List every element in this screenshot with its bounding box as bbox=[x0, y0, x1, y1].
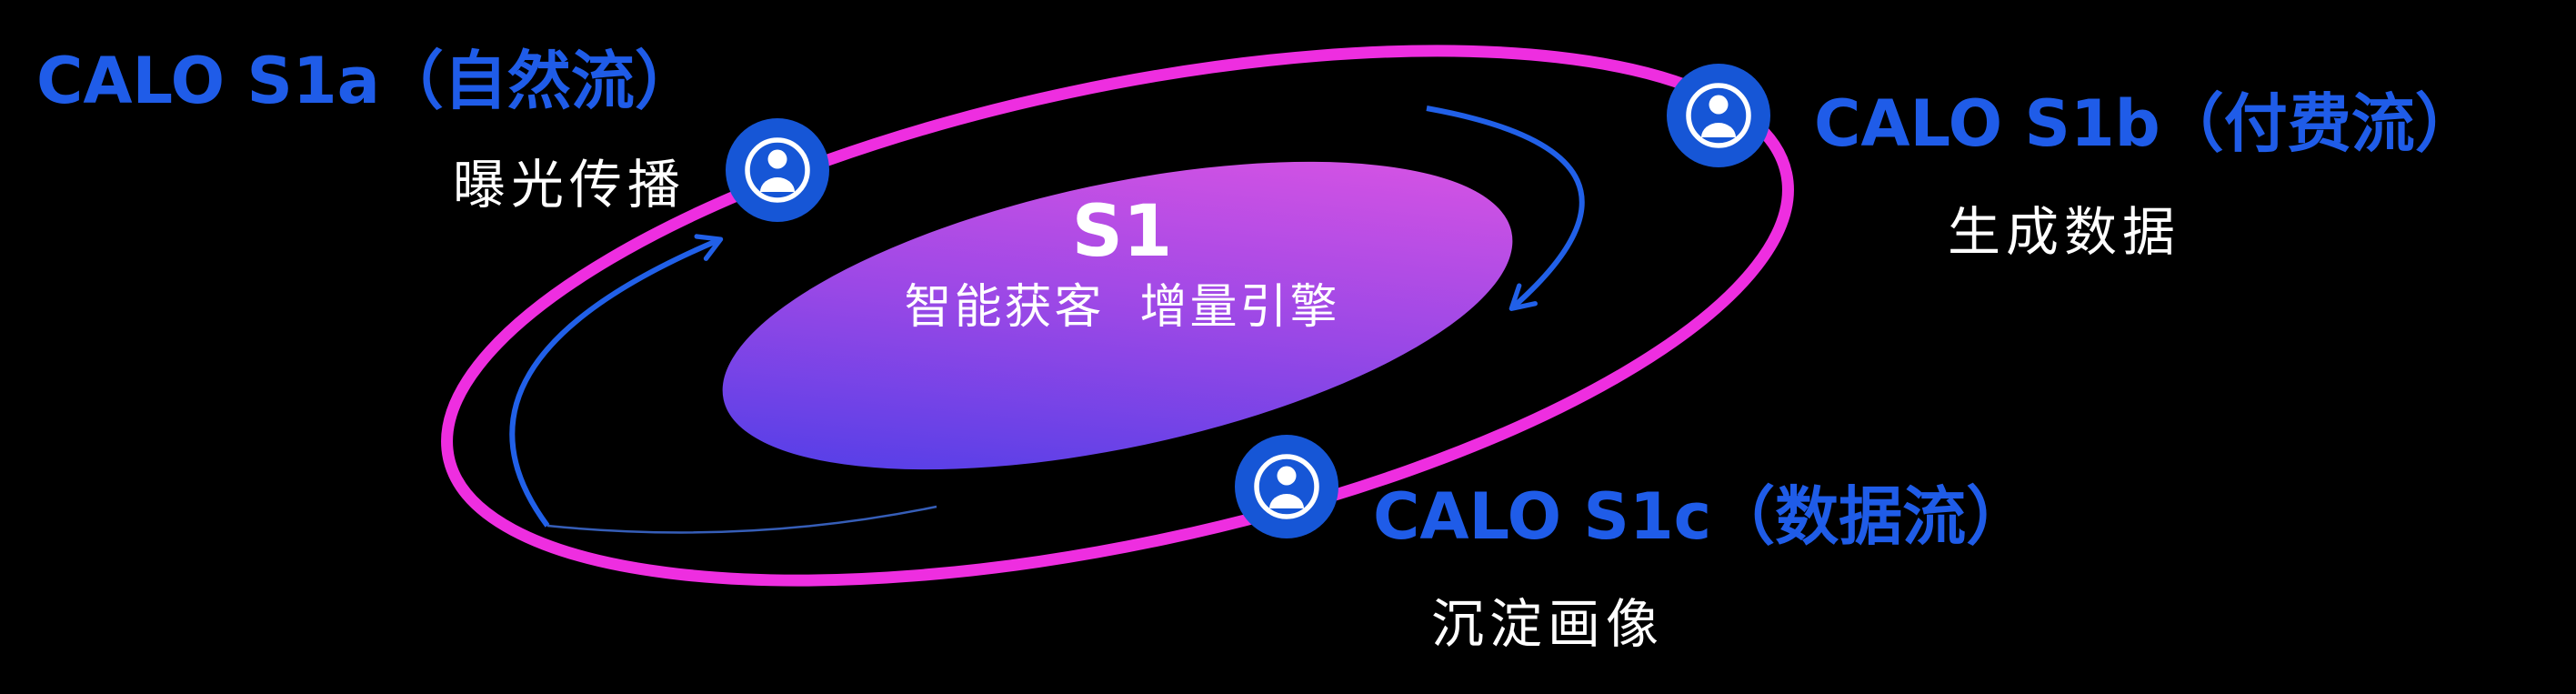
node-subtitle-s1a: 曝光传播 bbox=[453, 154, 687, 216]
node-title-s1c: CALO S1c（数据流） bbox=[1373, 479, 2030, 554]
core-title: S1 bbox=[1071, 191, 1173, 273]
core-subtitle: 智能获客 增量引擎 bbox=[904, 280, 1340, 335]
node-subtitle-s1c: 沉淀画像 bbox=[1431, 593, 1665, 655]
flow-arrow-left bbox=[509, 234, 724, 528]
person-badge-icon-s1a bbox=[726, 118, 829, 222]
flow-line-bottom bbox=[546, 505, 937, 534]
node-title-s1a: CALO S1a（自然流） bbox=[36, 44, 698, 118]
flow-arrow-right bbox=[1426, 106, 1585, 311]
person-badge-icon-s1c bbox=[1235, 435, 1338, 538]
core-label-group: S1 智能获客 增量引擎 bbox=[904, 196, 1339, 331]
orbit-ellipse bbox=[441, 45, 1794, 587]
node-title-s1b: CALO S1b（付费流） bbox=[1814, 86, 2479, 161]
core-ellipse bbox=[722, 161, 1513, 470]
node-subtitle-s1b: 生成数据 bbox=[1948, 201, 2181, 263]
person-badge-icon-s1b bbox=[1667, 64, 1770, 167]
